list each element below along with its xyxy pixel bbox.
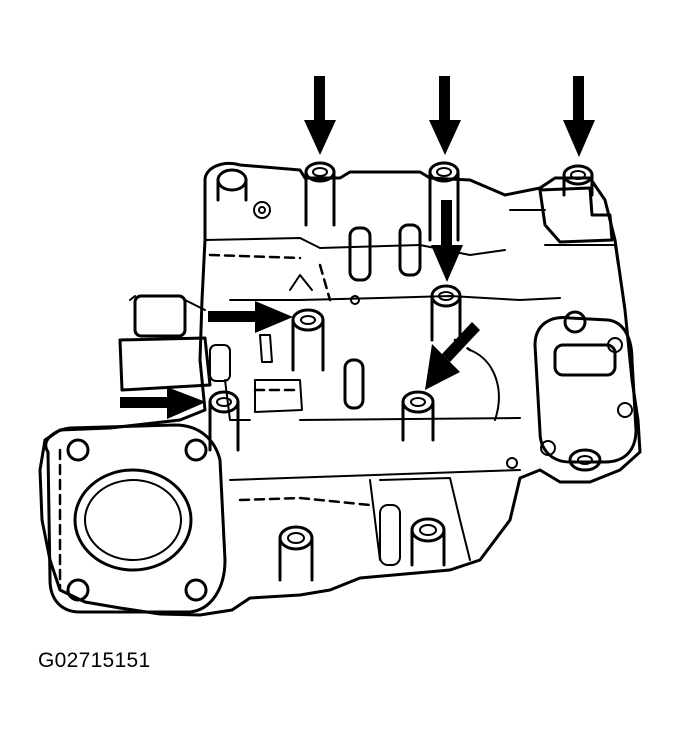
bolt-boss — [568, 448, 602, 472]
solenoid-connector — [118, 294, 212, 392]
upper-right-bracket — [509, 186, 619, 266]
callout-arrow-down — [563, 76, 595, 157]
bolt-boss — [401, 390, 435, 442]
callout-arrow-diagonal — [425, 322, 480, 390]
callout-arrow-right — [120, 387, 206, 419]
bolt-boss — [428, 161, 460, 242]
callout-arrow-down — [431, 200, 463, 282]
callout-arrow-down — [304, 76, 336, 155]
bolt-boss — [304, 161, 336, 227]
bolt-boss — [291, 308, 325, 372]
callout-arrows — [120, 76, 595, 419]
bolt-boss — [430, 284, 462, 342]
figure-id-label: G02715151 — [38, 649, 151, 672]
bolt-boss — [208, 390, 240, 452]
bolt-boss — [216, 168, 248, 202]
left-flange — [44, 423, 227, 614]
bolt-boss — [562, 164, 594, 197]
bolt-bosses — [208, 161, 602, 582]
bolt-boss — [278, 525, 314, 582]
right-flange — [533, 310, 638, 464]
valve-body-outline — [38, 162, 642, 617]
callout-arrow-down — [429, 76, 461, 155]
bolt-boss — [410, 517, 446, 567]
callout-arrow-right — [208, 301, 293, 333]
